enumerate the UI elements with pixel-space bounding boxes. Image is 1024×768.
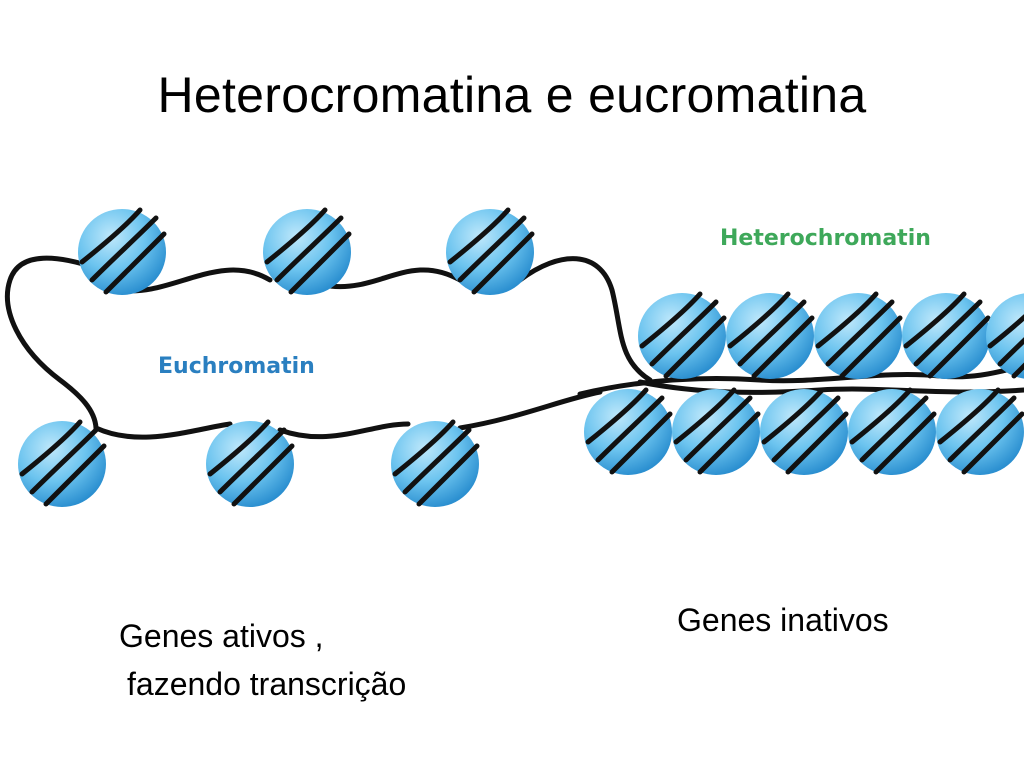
active-genes-line1: Genes ativos , (119, 618, 324, 654)
nucleosome-icon (936, 389, 1024, 475)
euchromatin-dna-top (4, 255, 99, 431)
heterochromatin-label: Heterochromatin (720, 226, 931, 251)
slide-title: Heterocromatina e eucromatina (157, 67, 867, 123)
nucleosome-icon (814, 293, 902, 379)
nucleosome-icon (638, 293, 726, 379)
inactive-genes-caption: Genes inativos (677, 602, 889, 638)
nucleosome-icon (902, 293, 990, 379)
nucleosome-icon (206, 421, 294, 507)
nucleosome-icon (446, 209, 534, 295)
nucleosome-icon (78, 209, 166, 295)
nucleosome-icon (18, 421, 106, 507)
nucleosome-icon (672, 389, 760, 475)
active-genes-line2: fazendo transcrição (127, 666, 407, 702)
nucleosome-icon (391, 421, 479, 507)
chromatin-diagram: Euchromatin Heterochromatin (4, 180, 1024, 530)
nucleosome-icon (848, 389, 936, 475)
nucleosome-icon (584, 389, 672, 475)
euchromatin-label: Euchromatin (158, 354, 315, 379)
active-genes-caption: Genes ativos , fazendo transcrição (119, 612, 406, 708)
nucleosome-icon (263, 209, 351, 295)
euchromatin-dna-bottom-links (93, 389, 603, 440)
nucleosome-icon (760, 389, 848, 475)
nucleosome-icon (986, 293, 1024, 379)
nucleosome-icon (726, 293, 814, 379)
